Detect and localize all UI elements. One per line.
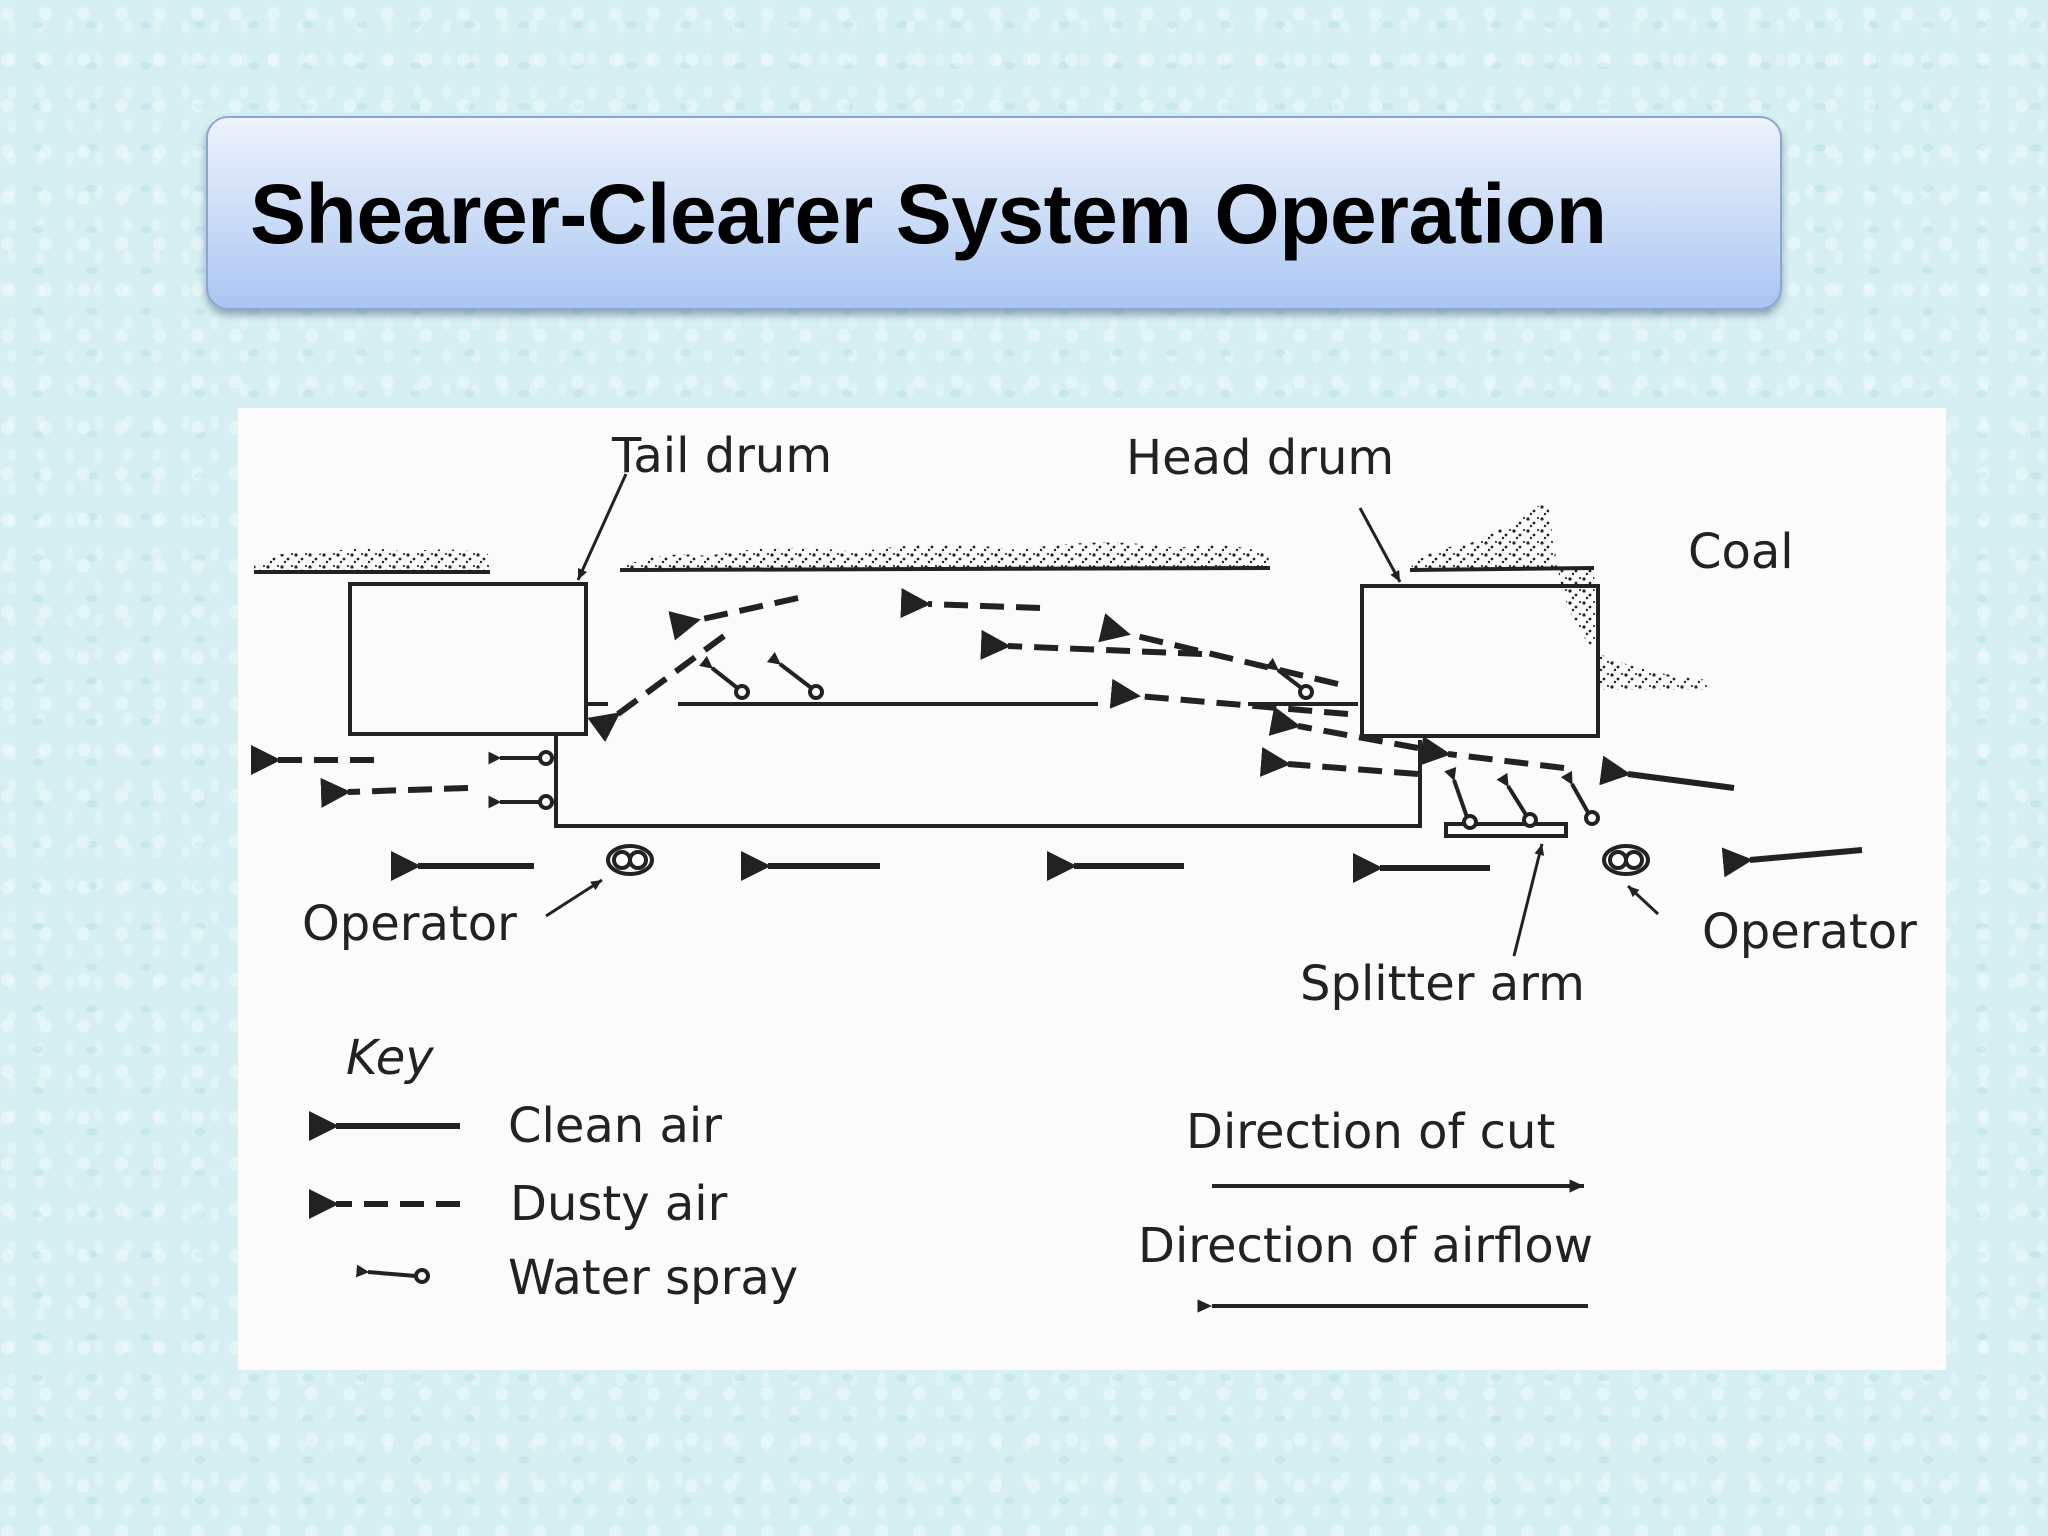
key-water-spray-nozzle (414, 1268, 430, 1284)
key-water-spray-label: Water spray (508, 1250, 798, 1306)
clean-air-arrows (391, 755, 1863, 883)
tail-drum-label: Tail drum (611, 428, 832, 484)
key-title: Key (346, 1030, 434, 1086)
direction-of-cut-label: Direction of cut (1186, 1104, 1555, 1160)
dusty-air-arrows (251, 588, 1565, 808)
operator-left-label: Operator (302, 896, 517, 952)
direction-legend: Direction of cut Direction of airflow (1138, 1104, 1593, 1313)
head-drum-label: Head drum (1126, 430, 1394, 486)
head-drum-block (1360, 584, 1600, 738)
direction-of-airflow-label: Direction of airflow (1138, 1218, 1593, 1274)
key-water-spray-arrow (355, 1264, 417, 1278)
key-clean-air-label: Clean air (508, 1098, 722, 1154)
tail-drum-block (348, 582, 588, 736)
splitter-arm-bar (1444, 822, 1568, 838)
coal-label: Coal (1688, 524, 1794, 580)
slide-title: Shearer-Clearer System Operation (250, 167, 1607, 261)
title-banner: Shearer-Clearer System Operation (206, 116, 1782, 310)
leader-lines (545, 473, 1660, 957)
splitter-arm-label: Splitter arm (1300, 956, 1585, 1012)
key-dusty-air-label: Dusty air (510, 1176, 728, 1232)
diagram-key: Key Clean air Dusty air Water spray (309, 1030, 798, 1306)
operator-right-label: Operator (1702, 904, 1917, 960)
diagram-canvas: Tail drum Head drum Coal Operator Operat… (251, 428, 1917, 1313)
coal-seam (254, 504, 1708, 690)
water-sprays (488, 651, 1600, 830)
shearer-body (348, 582, 1600, 838)
shearer-clearer-diagram: Tail drum Head drum Coal Operator Operat… (238, 408, 1946, 1370)
operator-icons (606, 844, 1650, 876)
